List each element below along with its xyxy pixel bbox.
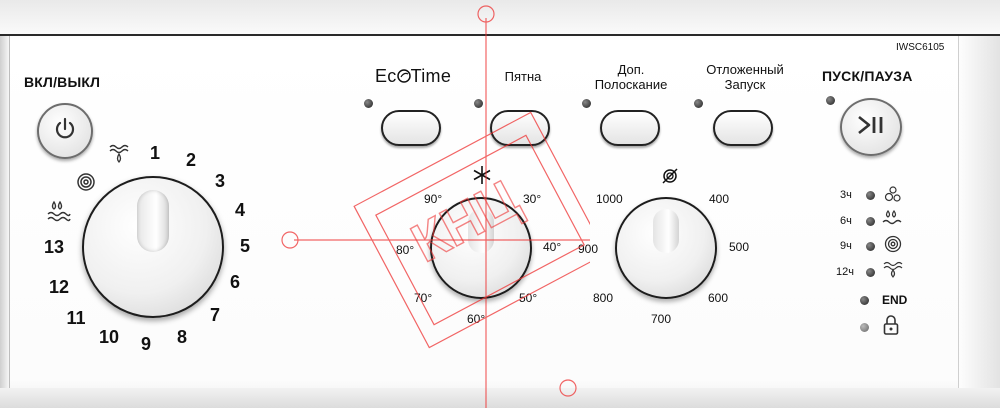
stains-label: Пятна [504,69,542,84]
temp-label: 80° [396,243,415,257]
program-number: 6 [229,272,240,292]
watermark: КНЦ [281,5,590,408]
delay-start-line2: Запуск [724,77,766,92]
program-number: 13 [43,237,65,257]
status-3h-led [866,191,875,200]
ecotime-led [364,99,373,108]
power-icon [52,116,78,147]
spin-label: 600 [708,291,729,305]
end-led [860,296,869,305]
spin-icon [76,172,96,197]
spin-label: 700 [651,312,672,326]
play-pause-icon [854,114,888,141]
status-6h-label: 6ч [840,215,852,227]
start-pause-led [826,96,835,105]
extra-rinse-label: Доп. Полоскание [586,62,676,92]
stains-led [474,99,483,108]
extra-rinse-line2: Полоскание [594,77,668,92]
status-3h-label: 3ч [840,189,852,201]
start-pause-label: ПУСК/ПАУЗА [822,68,913,84]
spin-label: 1000 [596,192,623,206]
temp-label: 30° [523,192,542,206]
delay-start-line1: Отложенный [706,62,784,77]
bottom-rim [0,388,1000,408]
wash-bubbles-icon [884,184,902,209]
no-spin-icon [660,166,680,191]
temp-label: 60° [467,312,486,326]
program-number: 2 [185,150,196,170]
power-button[interactable] [37,103,93,159]
extra-rinse-led [582,99,591,108]
program-number: 9 [140,334,151,354]
temp-label: 50° [519,291,538,305]
right-rim [958,36,1000,408]
program-number: 3 [214,171,225,191]
ecotime-button[interactable] [381,110,441,146]
lock-led [860,323,869,332]
lock-icon [882,314,900,341]
dial-grip [468,209,494,253]
drain-icon [883,261,903,284]
spin-label: 800 [593,291,614,305]
program-number: 7 [209,305,220,325]
delay-start-button[interactable] [713,110,773,146]
extra-rinse-button[interactable] [600,110,660,146]
eco-leaf-icon [396,69,411,83]
spin-label: 400 [709,192,730,206]
status-9h-led [866,242,875,251]
delay-start-led [694,99,703,108]
program-number: 4 [234,200,245,220]
status-12h-label: 12ч [836,266,854,278]
program-number: 8 [176,327,187,347]
end-label: END [882,293,908,307]
program-number: 1 [149,143,160,163]
program-number: 12 [48,277,70,297]
model-label: IWSC6105 [896,42,945,53]
dial-grip [653,209,679,253]
rinse-icon [46,200,72,227]
status-12h-led [866,268,875,277]
program-number: 5 [239,236,250,256]
delay-start-label: Отложенный Запуск [690,62,800,92]
power-label: ВКЛ/ВЫКЛ [24,74,101,90]
spin-label: 500 [729,240,750,254]
snowflake-icon [472,165,492,190]
program-number: 11 [66,308,86,328]
stains-button[interactable] [490,110,550,146]
status-6h-led [866,217,875,226]
start-pause-button[interactable] [840,98,902,156]
program-knob[interactable] [82,176,224,318]
temp-label: 90° [424,192,443,206]
spin-icon [884,235,902,258]
rinse-icon [882,209,902,234]
drain-icon [108,144,130,169]
spin-dial[interactable] [615,197,717,299]
top-rim [0,0,1000,36]
status-9h-label: 9ч [840,240,852,252]
knob-grip [137,190,169,252]
temp-label: 40° [543,240,562,254]
watermark-text: КНЦ [402,168,529,274]
left-rim [0,36,10,408]
extra-rinse-line1: Доп. [617,62,645,77]
program-number: 10 [98,327,120,347]
